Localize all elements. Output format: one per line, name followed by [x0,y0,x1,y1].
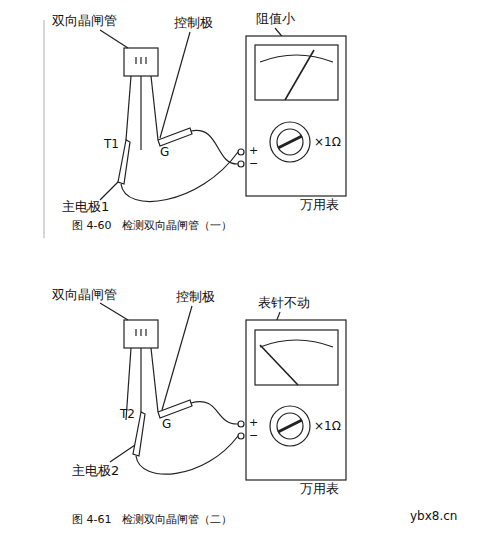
meter-display [255,330,338,385]
part-name: 万用表 [300,482,339,496]
part-name: 控制极 [174,16,213,30]
meter-display [255,45,338,100]
pin-name: G [162,418,171,431]
part-name: 双向晶闸管 [52,288,117,302]
range-knob [270,122,310,162]
leader-line [162,306,192,410]
part-name: 控制极 [176,290,215,304]
figure-caption: 图 4-61 检测双向晶闸管（二） [72,514,232,526]
triac-body [124,320,158,348]
pin-name: G [160,146,169,159]
multimeter-body [246,320,346,480]
annotation: 表针不动 [258,296,310,310]
multimeter-body [246,36,346,196]
test-lead [191,402,238,424]
leader-line [110,445,135,462]
test-lead [136,436,238,474]
part-name: 万用表 [300,198,339,212]
figure-two [100,303,346,480]
part-name: 双向晶闸管 [52,14,117,28]
watermark: ybx8.cn [410,510,457,523]
range-label: ×1Ω [314,420,341,433]
part-name: 主电极1 [62,200,109,214]
terminal-sign: − [249,430,258,442]
frame-line [43,20,44,238]
meter-needle [285,50,314,100]
probe [118,140,130,184]
leader-line [100,303,128,320]
pin-name: T1 [104,138,119,151]
leader-line [100,30,128,48]
figure-caption: 图 4-60 检测双向晶闸管（一） [72,220,232,232]
terminal-sign: + [249,145,258,157]
figure-one [100,28,346,201]
pin-name: T2 [120,408,135,421]
leader-line [160,32,190,138]
part-name: 主电极2 [72,464,119,478]
test-lead [121,152,238,201]
test-lead [191,130,238,164]
annotation: 阻值小 [256,12,295,26]
range-label: ×1Ω [314,136,341,149]
probe [158,128,192,146]
meter-needle [260,345,298,385]
terminal-sign: + [249,417,258,429]
probe [158,400,192,418]
terminal-sign: − [249,158,258,170]
range-knob [270,406,310,446]
triac-body [124,48,158,76]
